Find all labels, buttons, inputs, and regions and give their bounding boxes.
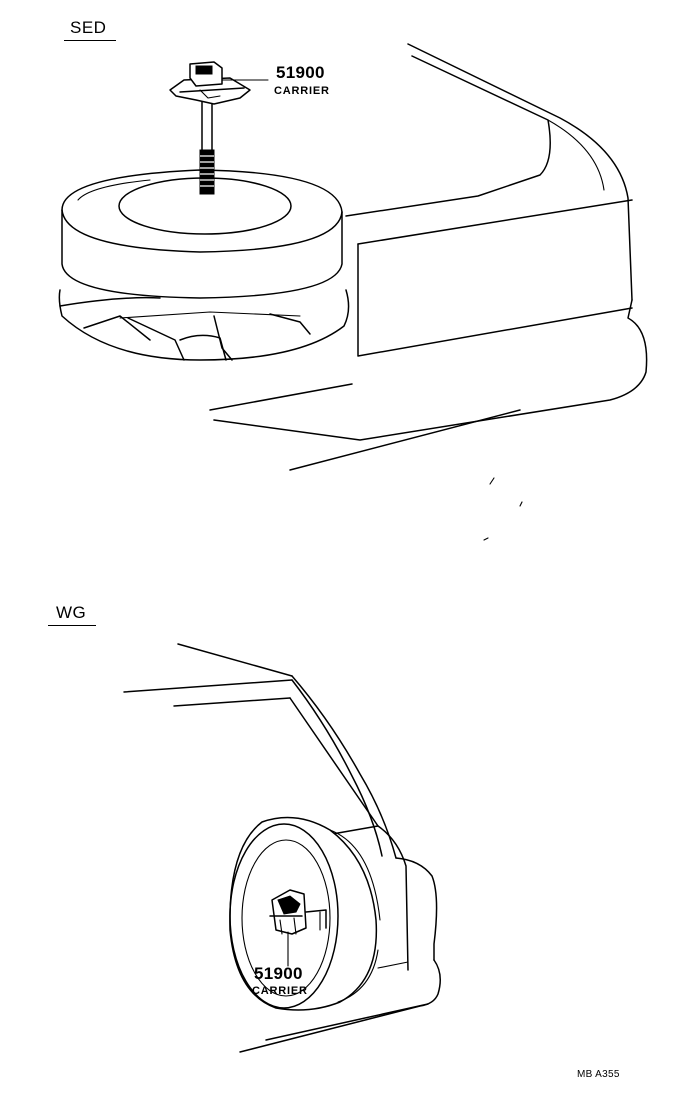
threaded-rod [199,149,215,195]
carrier-bracket-sed [169,61,251,105]
section-underline-wg [48,625,96,626]
part-number-sed: 51900 [276,63,325,82]
wg-rear-illustration [123,643,441,1053]
section-label-wg: WG [56,603,87,622]
section-underline-sed [64,40,116,41]
part-name-wg: CARRIER [252,985,308,997]
section-label-sed: SED [70,18,107,37]
carrier-bracket-wg [269,889,327,935]
part-number-wg: 51900 [254,964,303,983]
figure-code: MB A355 [577,1069,620,1080]
sed-trunk-illustration [58,43,648,541]
part-name-sed: CARRIER [274,85,330,97]
